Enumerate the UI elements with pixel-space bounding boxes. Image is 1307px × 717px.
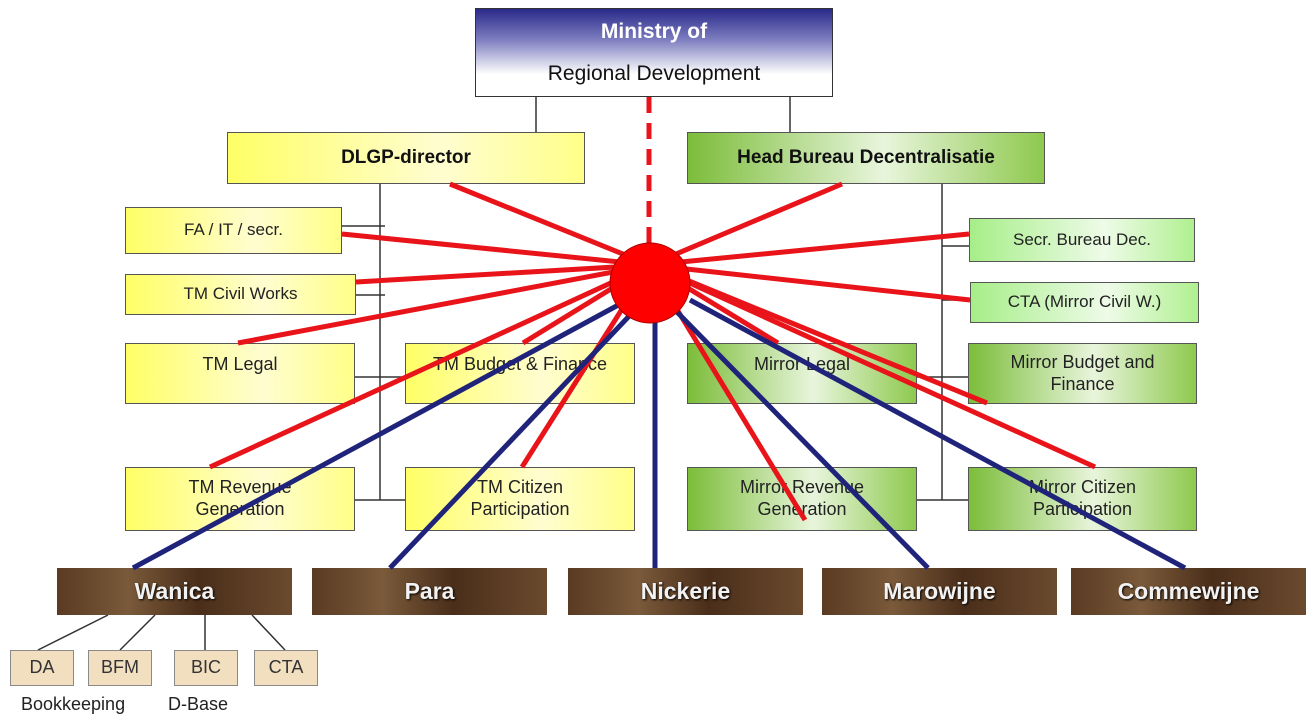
district-marowijne: Marowijne [822, 568, 1057, 615]
district-label: Nickerie [640, 577, 731, 604]
cta-mirror-box: CTA (Mirror Civil W.) [970, 282, 1199, 323]
district-label: Marowijne [883, 577, 996, 604]
tm-citizen-label: TM Citizen Participation [470, 477, 570, 519]
district-wanica: Wanica [57, 568, 292, 615]
tm-citizen-box: TM Citizen Participation [405, 467, 635, 531]
district-label: Wanica [134, 577, 215, 604]
mirror-citizen-label: Mirror Citizen Participation [1028, 477, 1136, 519]
fa-it-secr-label: FA / IT / secr. [184, 220, 283, 240]
wanica-unit-bic: BIC [174, 650, 238, 686]
tm-civil-works-box: TM Civil Works [125, 274, 356, 315]
mirror-legal-box: Mirror Legal [687, 343, 917, 404]
secr-bureau-label: Secr. Bureau Dec. [1013, 229, 1151, 249]
head-bureau-label: Head Bureau Decentralisatie [737, 146, 995, 168]
wanica-unit-label: BIC [190, 657, 221, 678]
ministry-box: Ministry of Regional Development [475, 8, 833, 97]
dlgp-director-label: DLGP-director [341, 146, 471, 168]
mirror-revenue-label: Mirror Revenue Generation [739, 477, 865, 519]
tm-revenue-label: TM Revenue Generation [188, 477, 292, 519]
mirror-budget-finance-box: Mirror Budget and Finance [968, 343, 1197, 404]
ministry-title-line1: Ministry of [600, 20, 708, 44]
fa-it-secr-box: FA / IT / secr. [125, 207, 342, 254]
tm-revenue-box: TM Revenue Generation [125, 467, 355, 531]
mirror-revenue-box: Mirror Revenue Generation [687, 467, 917, 531]
head-bureau-box: Head Bureau Decentralisatie [687, 132, 1045, 184]
cta-mirror-label: CTA (Mirror Civil W.) [1007, 292, 1162, 312]
mirror-citizen-box: Mirror Citizen Participation [968, 467, 1197, 531]
tm-legal-box: TM Legal [125, 343, 355, 404]
wanica-unit-label: CTA [268, 657, 304, 678]
tm-legal-label: TM Legal [202, 354, 278, 374]
district-label: Commewijne [1117, 577, 1260, 604]
district-label: Para [404, 577, 455, 604]
tm-budget-finance-box: TM Budget & Finance [405, 343, 635, 404]
mirror-legal-label: Mirror Legal [753, 354, 851, 374]
bookkeeping-note: Bookkeeping [21, 694, 126, 714]
district-commewijne: Commewijne [1071, 568, 1306, 615]
tm-civil-works-label: TM Civil Works [183, 284, 298, 304]
dbase-note: D-Base [168, 694, 229, 714]
district-nickerie: Nickerie [568, 568, 803, 615]
wanica-unit-bfm: BFM [88, 650, 152, 686]
wanica-unit-label: BFM [101, 657, 139, 678]
dlgp-director-box: DLGP-director [227, 132, 585, 184]
ministry-title-line2: Regional Development [547, 61, 761, 85]
wanica-unit-cta: CTA [254, 650, 318, 686]
wanica-unit-da: DA [10, 650, 74, 686]
tm-budget-finance-label: TM Budget & Finance [432, 354, 608, 374]
mirror-budget-finance-label: Mirror Budget and Finance [1010, 351, 1155, 394]
district-para: Para [312, 568, 547, 615]
secr-bureau-box: Secr. Bureau Dec. [969, 218, 1195, 262]
wanica-unit-label: DA [29, 657, 55, 678]
